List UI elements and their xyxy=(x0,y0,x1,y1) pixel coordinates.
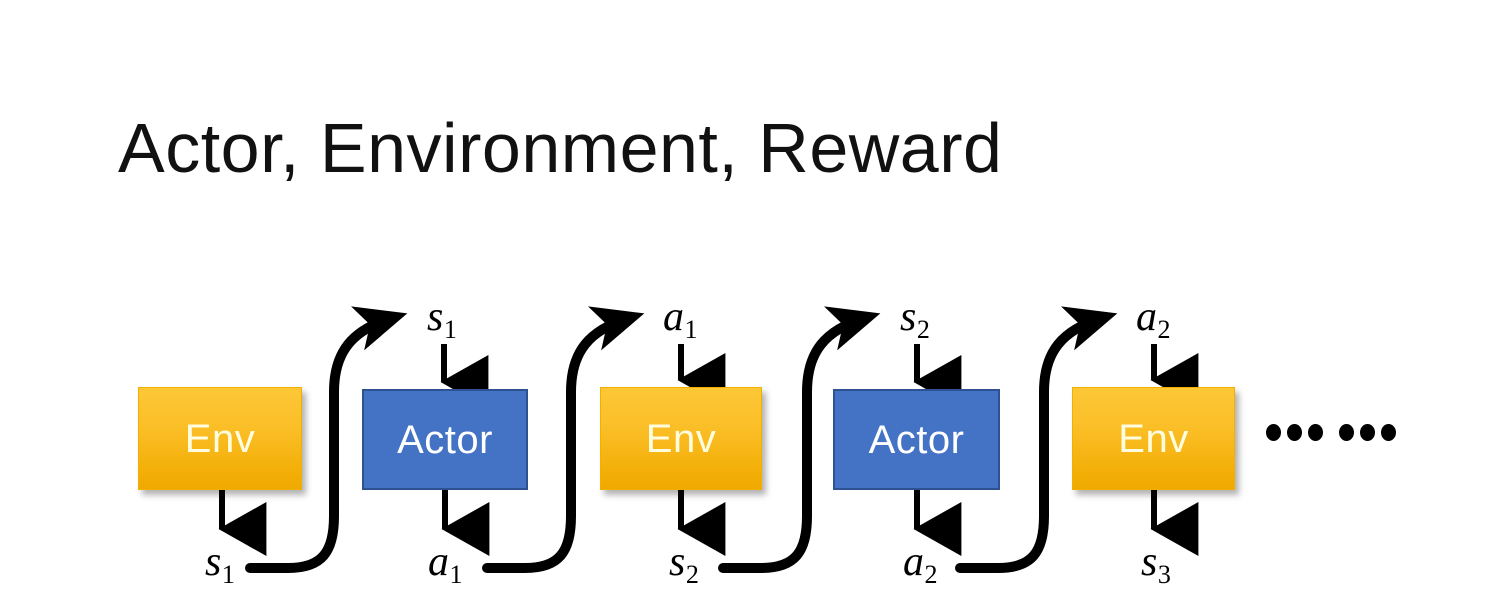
label-bottom-s3: s3 xyxy=(1141,541,1171,588)
label-top-a2: a2 xyxy=(1136,296,1171,343)
label-bottom-s3-symbol: s xyxy=(1141,539,1158,585)
label-top-a1-symbol: a xyxy=(663,294,684,340)
ellipsis-dot xyxy=(1308,424,1323,441)
node-env-2[interactable]: Env xyxy=(600,387,762,490)
label-top-s1-subscript: 1 xyxy=(443,314,457,344)
down-arrows-into-nodes xyxy=(440,344,1199,409)
label-top-s1: s1 xyxy=(427,296,457,343)
label-bottom-s2: s2 xyxy=(669,541,699,588)
label-bottom-a2-subscript: 2 xyxy=(924,559,938,589)
label-bottom-a2: a2 xyxy=(903,541,938,588)
label-top-s2-subscript: 2 xyxy=(916,314,930,344)
node-actor-2-label: Actor xyxy=(868,417,965,462)
label-bottom-s3-subscript: 3 xyxy=(1157,559,1171,589)
ellipsis-dot xyxy=(1360,424,1375,441)
node-env-3-label: Env xyxy=(1118,416,1189,461)
label-bottom-a1: a1 xyxy=(428,541,463,588)
label-top-a1: a1 xyxy=(663,296,698,343)
node-env-3[interactable]: Env xyxy=(1072,387,1235,490)
node-actor-2[interactable]: Actor xyxy=(833,389,1000,490)
ellipsis-dot xyxy=(1381,424,1396,441)
label-top-s2-symbol: s xyxy=(900,294,917,340)
label-bottom-s1-symbol: s xyxy=(205,539,222,585)
label-top-s2: s2 xyxy=(900,296,930,343)
label-top-s1-symbol: s xyxy=(427,294,444,340)
node-actor-1-label: Actor xyxy=(397,417,493,462)
label-bottom-a1-subscript: 1 xyxy=(449,559,463,589)
node-env-2-label: Env xyxy=(645,416,717,461)
label-top-a2-symbol: a xyxy=(1136,294,1157,340)
page-title: Actor, Environment, Reward xyxy=(118,109,1003,187)
node-env-1[interactable]: Env xyxy=(138,387,302,490)
ellipsis-dot xyxy=(1266,424,1281,441)
ellipsis-dot xyxy=(1287,424,1302,441)
label-top-a2-subscript: 2 xyxy=(1157,314,1171,344)
label-top-a1-subscript: 1 xyxy=(684,314,698,344)
ellipsis-gap xyxy=(1329,432,1333,433)
label-bottom-s2-symbol: s xyxy=(669,539,686,585)
label-bottom-s1: s1 xyxy=(205,541,235,588)
node-env-1-label: Env xyxy=(184,416,256,461)
continuation-ellipsis xyxy=(1266,424,1396,441)
node-actor-1[interactable]: Actor xyxy=(362,389,528,490)
label-bottom-s2-subscript: 2 xyxy=(685,559,699,589)
down-arrows-out-of-nodes xyxy=(218,490,1199,556)
label-bottom-a2-symbol: a xyxy=(903,539,924,585)
ellipsis-dot xyxy=(1339,424,1354,441)
label-bottom-s1-subscript: 1 xyxy=(221,559,235,589)
label-bottom-a1-symbol: a xyxy=(428,539,449,585)
